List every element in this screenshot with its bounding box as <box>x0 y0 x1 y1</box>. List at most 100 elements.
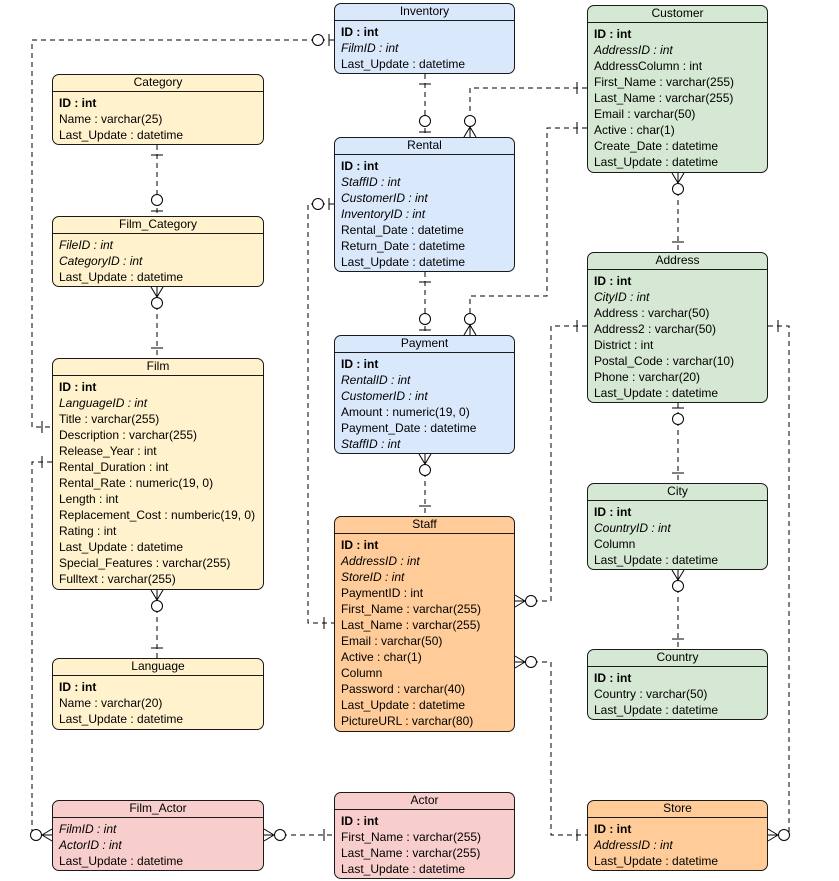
field-payment-3: Amount : numeric(19, 0) <box>341 405 470 419</box>
field-actor-1: First_Name : varchar(255) <box>341 830 482 844</box>
field-staff-9: Password : varchar(40) <box>341 682 466 696</box>
field-customer-4: Last_Name : varchar(255) <box>594 91 734 105</box>
field-film-12: Fulltext : varchar(255) <box>59 572 176 586</box>
field-address-2: Address : varchar(50) <box>594 306 710 320</box>
field-film-4: Release_Year : int <box>59 444 157 458</box>
field-film-8: Replacement_Cost : numberic(19, 0) <box>59 508 256 522</box>
field-country-1: Country : varchar(50) <box>594 687 708 701</box>
entity-store-title: Store <box>588 801 767 818</box>
entity-rental-title: Rental <box>335 138 514 155</box>
field-address-5: Postal_Code : varchar(10) <box>594 354 735 368</box>
field-staff-4: First_Name : varchar(255) <box>341 602 482 616</box>
relationship-film_category-film <box>150 286 164 358</box>
field-film-category-2: Last_Update : datetime <box>59 270 184 284</box>
entity-country-title: Country <box>588 650 767 667</box>
field-film-9: Rating : int <box>59 524 117 538</box>
field-payment-1: RentalID : int <box>341 373 411 387</box>
field-category-2: Last_Update : datetime <box>59 128 184 142</box>
field-staff-11: PictureURL : varchar(80) <box>341 714 474 728</box>
field-customer-6: Active : char(1) <box>594 123 675 137</box>
field-staff-2: StoreID : int <box>341 570 405 584</box>
field-store-2: Last_Update : datetime <box>594 854 719 868</box>
relationship-address-staff <box>514 320 587 608</box>
field-city-1: CountryID : int <box>594 521 671 535</box>
entity-film-actor-title: Film_Actor <box>53 801 263 818</box>
entity-category-title: Category <box>53 75 263 92</box>
relationship-customer-rental <box>463 82 587 138</box>
field-rental-6: Last_Update : datetime <box>341 255 466 269</box>
field-address-0: ID : int <box>594 274 632 288</box>
entity-city-title: City <box>588 484 767 501</box>
field-payment-4: Payment_Date : datetime <box>341 421 477 435</box>
field-customer-1: AddressID : int <box>594 43 673 57</box>
field-payment-2: CustomerID : int <box>341 389 428 403</box>
relationship-inventory-rental <box>419 74 431 137</box>
relationship-customer-payment <box>463 122 587 336</box>
field-actor-0: ID : int <box>341 814 379 828</box>
field-address-1: CityID : int <box>594 290 650 304</box>
field-rental-0: ID : int <box>341 159 379 173</box>
entity-address-title: Address <box>588 253 767 270</box>
field-film-1: LanguageID : int <box>59 396 148 410</box>
entity-staff-title: Staff <box>335 517 514 534</box>
field-staff-0: ID : int <box>341 538 379 552</box>
field-film-7: Length : int <box>59 492 119 506</box>
field-actor-3: Last_Update : datetime <box>341 862 466 876</box>
field-staff-7: Active : char(1) <box>341 650 422 664</box>
relationship-rental-staff <box>307 198 334 629</box>
field-category-1: Name : varchar(25) <box>59 112 163 126</box>
field-inventory-1: FilmID : int <box>341 41 399 55</box>
relationship-film-film_actor <box>30 456 53 842</box>
field-staff-3: PaymentID : int <box>341 586 424 600</box>
field-film-3: Description : varchar(255) <box>59 428 198 442</box>
field-rental-1: StaffID : int <box>341 175 401 189</box>
field-customer-8: Last_Update : datetime <box>594 155 719 169</box>
field-country-2: Last_Update : datetime <box>594 703 719 717</box>
field-language-2: Last_Update : datetime <box>59 712 184 726</box>
field-store-0: ID : int <box>594 822 632 836</box>
field-inventory-2: Last_Update : datetime <box>341 57 466 71</box>
field-film-6: Rental_Rate : numeric(19, 0) <box>59 476 214 490</box>
relationship-inventory-film <box>31 34 334 433</box>
relationship-category-film_category <box>151 145 163 216</box>
relationship-payment-staff <box>418 453 432 516</box>
field-language-0: ID : int <box>59 680 97 694</box>
relationship-address-city <box>672 403 684 483</box>
field-country-0: ID : int <box>594 671 632 685</box>
field-city-3: Last_Update : datetime <box>594 553 719 567</box>
field-customer-3: First_Name : varchar(255) <box>594 75 735 89</box>
field-address-3: Address2 : varchar(50) <box>594 322 717 336</box>
field-film-actor-0: FilmID : int <box>59 822 117 836</box>
entity-language-title: Language <box>53 659 263 676</box>
relationship-customer-address <box>671 172 685 252</box>
field-category-0: ID : int <box>59 96 97 110</box>
field-language-1: Name : varchar(20) <box>59 696 163 710</box>
field-staff-6: Email : varchar(50) <box>341 634 443 648</box>
field-film-actor-2: Last_Update : datetime <box>59 854 184 868</box>
